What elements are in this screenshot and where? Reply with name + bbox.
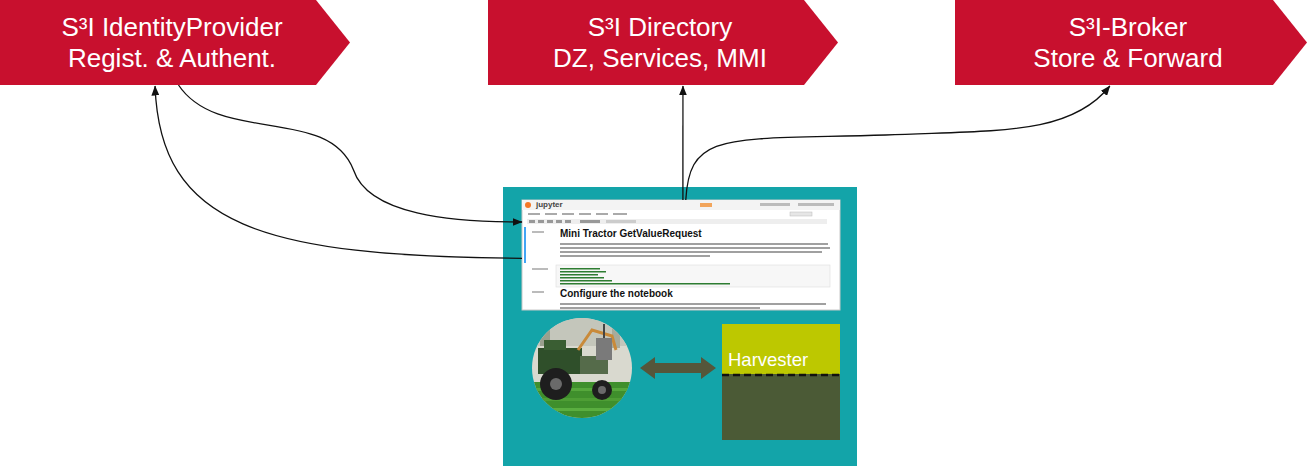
- service-role: Store & Forward: [1033, 43, 1222, 74]
- double-arrow: [640, 357, 716, 379]
- service-name: S³I Directory: [588, 12, 732, 43]
- notebook-screenshot: jupyterMini Tractor GetValueRequestConfi…: [522, 200, 840, 310]
- service-arrow: S³I IdentityProviderRegist. & Authent.: [0, 0, 350, 85]
- service-name: S³I IdentityProvider: [61, 12, 282, 43]
- connector-arrow: [682, 86, 683, 200]
- machine-label: Harvester: [728, 347, 840, 372]
- connector-arrow: [686, 86, 1110, 200]
- harvester-graphic: [722, 324, 840, 440]
- tractor-photo: [530, 316, 634, 422]
- service-arrow: S³I-BrokerStore & Forward: [955, 0, 1307, 85]
- service-role: Regist. & Authent.: [68, 43, 276, 74]
- notebook-screenshot: [522, 200, 840, 310]
- harvester-box: Harvester: [722, 324, 840, 440]
- connector-arrow: [155, 86, 522, 258]
- notebook-heading: Mini Tractor GetValueRequest: [560, 228, 702, 240]
- notebook-heading: Configure the notebook: [560, 288, 673, 300]
- service-name: S³I-Broker: [1069, 12, 1187, 43]
- connector-arrow: [179, 85, 523, 222]
- service-arrow: S³I DirectoryDZ, Services, MMI: [488, 0, 838, 85]
- app-name: jupyter: [536, 200, 563, 210]
- teal-panel: [503, 187, 857, 466]
- service-role: DZ, Services, MMI: [553, 43, 767, 74]
